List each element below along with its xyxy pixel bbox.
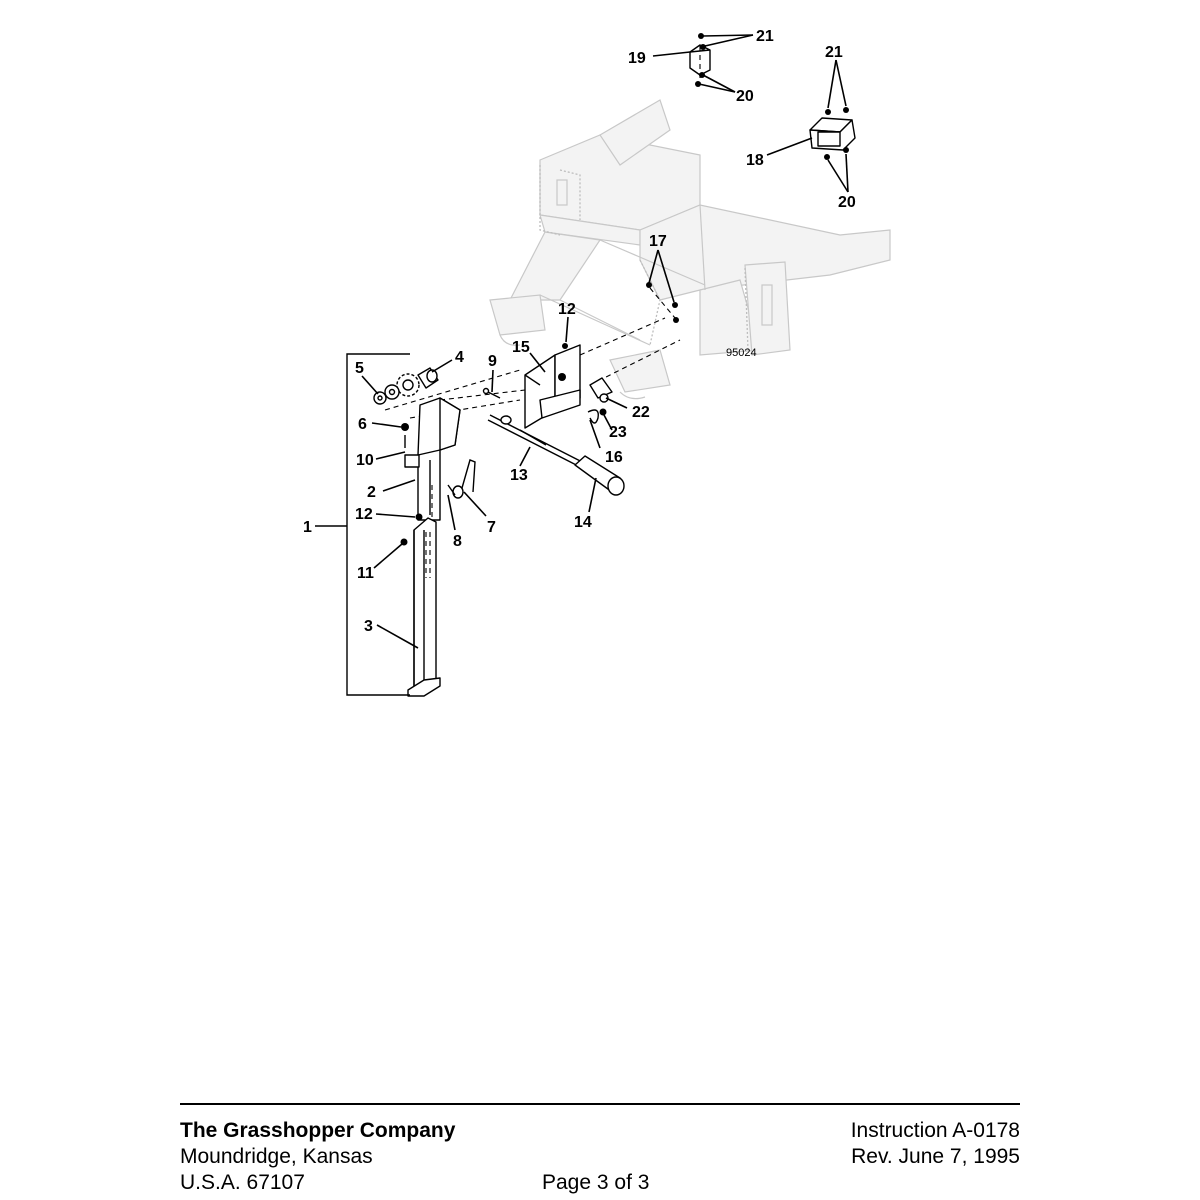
footer-divider (180, 1103, 1020, 1105)
parts (346, 33, 856, 697)
callout-14: 14 (574, 514, 592, 531)
callout-19: 19 (628, 50, 646, 67)
callout-6: 6 (358, 416, 367, 433)
sprocket-5 (373, 373, 420, 405)
callout-7: 7 (487, 519, 496, 536)
callout-16: 16 (605, 449, 623, 466)
mower-frame-ghost (489, 99, 891, 400)
instruction-number: Instruction A-0178 (850, 1119, 1020, 1142)
callout-15: 15 (512, 339, 530, 356)
callout-8: 8 (453, 533, 462, 550)
bracket-19 (689, 33, 711, 87)
pin-9 (482, 387, 501, 399)
callout-20-top: 20 (736, 88, 754, 105)
callout-20-right: 20 (838, 194, 856, 211)
callout-10: 10 (356, 452, 374, 469)
callout-5: 5 (355, 360, 364, 377)
callout-21-right: 21 (825, 44, 843, 61)
callout-4: 4 (455, 349, 464, 366)
callout-3: 3 (364, 618, 373, 635)
callout-18: 18 (746, 152, 764, 169)
mounting-plate-15 (524, 343, 581, 429)
hardware-23 (599, 408, 607, 416)
callout-12-lower: 12 (355, 506, 373, 523)
callout-13: 13 (510, 467, 528, 484)
hardware-17 (646, 282, 679, 323)
jack-stand-3 (400, 513, 441, 697)
bushing-4 (417, 367, 439, 389)
callout-21-top: 21 (756, 28, 774, 45)
callout-11: 11 (357, 565, 374, 582)
callout-12-upper: 12 (558, 301, 576, 318)
callout-17: 17 (649, 233, 667, 250)
leader-lines (315, 34, 849, 649)
callout-22: 22 (632, 404, 650, 421)
handle-grip-14 (574, 455, 625, 496)
spring-pin-16 (587, 409, 599, 424)
callout-9: 9 (488, 353, 497, 370)
figure-code: 95024 (726, 347, 757, 359)
bracket-18 (809, 107, 856, 160)
callout-numbers: 1 2 3 4 5 6 7 8 9 10 11 12 12 13 14 15 1… (303, 28, 856, 635)
callout-1: 1 (303, 519, 312, 536)
hinge-22 (589, 377, 613, 403)
callout-2: 2 (367, 484, 376, 501)
crank-handle-7 (431, 459, 476, 522)
company-name: The Grasshopper Company (180, 1119, 456, 1142)
page-number: Page 3 of 3 (542, 1171, 650, 1194)
revision-date: Rev. June 7, 1995 (851, 1145, 1020, 1168)
jack-housing-2 (401, 397, 461, 521)
company-city: Moundridge, Kansas (180, 1145, 373, 1168)
shaft-13 (487, 414, 593, 473)
callout-23: 23 (609, 424, 627, 441)
assembly-bracket-1 (346, 353, 410, 696)
company-zip: U.S.A. 67107 (180, 1171, 305, 1194)
